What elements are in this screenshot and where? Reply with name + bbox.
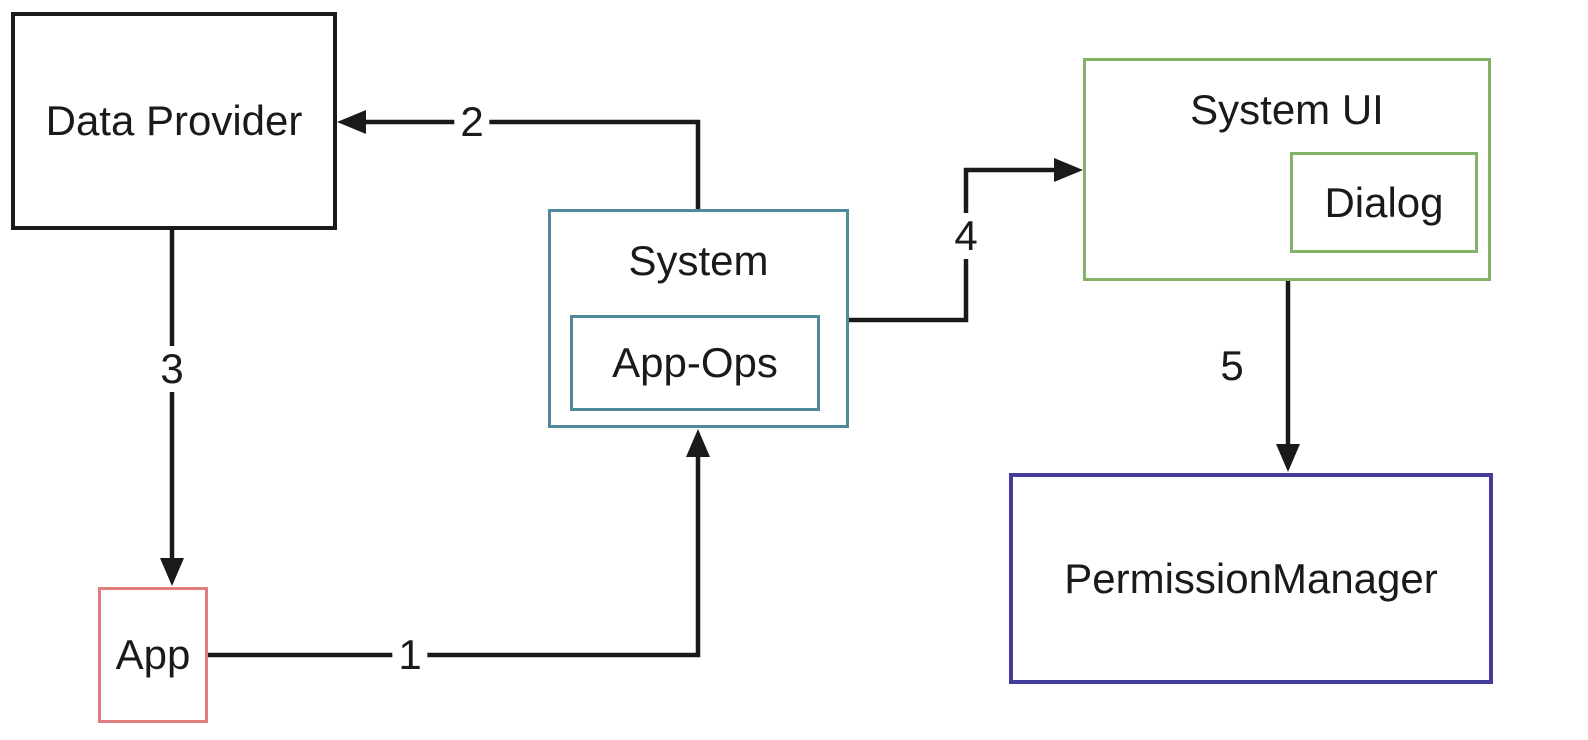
node-permission-manager: PermissionManager (1009, 473, 1493, 684)
node-system-label: System (628, 237, 769, 284)
node-system-ui: System UI Dialog (1083, 58, 1491, 281)
node-data-provider: Data Provider (11, 12, 337, 230)
node-app-ops-label: App-Ops (612, 339, 778, 386)
node-app: App (98, 587, 208, 723)
edge-2-line (361, 119, 701, 212)
node-permission-manager-label: PermissionManager (1064, 554, 1438, 602)
edge-2-arrowhead-icon (337, 110, 366, 134)
edge-2-label: 2 (454, 99, 490, 145)
edge-3-label: 3 (154, 346, 190, 392)
node-dialog-label: Dialog (1324, 178, 1444, 226)
node-data-provider-label: Data Provider (45, 97, 303, 144)
edge-1-arrowhead-icon (686, 429, 710, 457)
node-system-ui-label: System UI (1190, 86, 1384, 133)
edge-3-arrowhead-icon (160, 558, 184, 586)
node-app-label: App (115, 631, 191, 678)
edge-5-label: 5 (1214, 343, 1250, 389)
edge-1-label: 1 (392, 632, 428, 678)
node-system: System App-Ops (548, 209, 849, 428)
node-dialog: Dialog (1290, 152, 1478, 253)
edge-1-line (205, 442, 701, 658)
edge-4-arrowhead-icon (1054, 158, 1083, 182)
edge-4-label: 4 (948, 213, 984, 259)
node-app-ops: App-Ops (570, 315, 820, 411)
edge-5-arrowhead-icon (1276, 444, 1300, 472)
